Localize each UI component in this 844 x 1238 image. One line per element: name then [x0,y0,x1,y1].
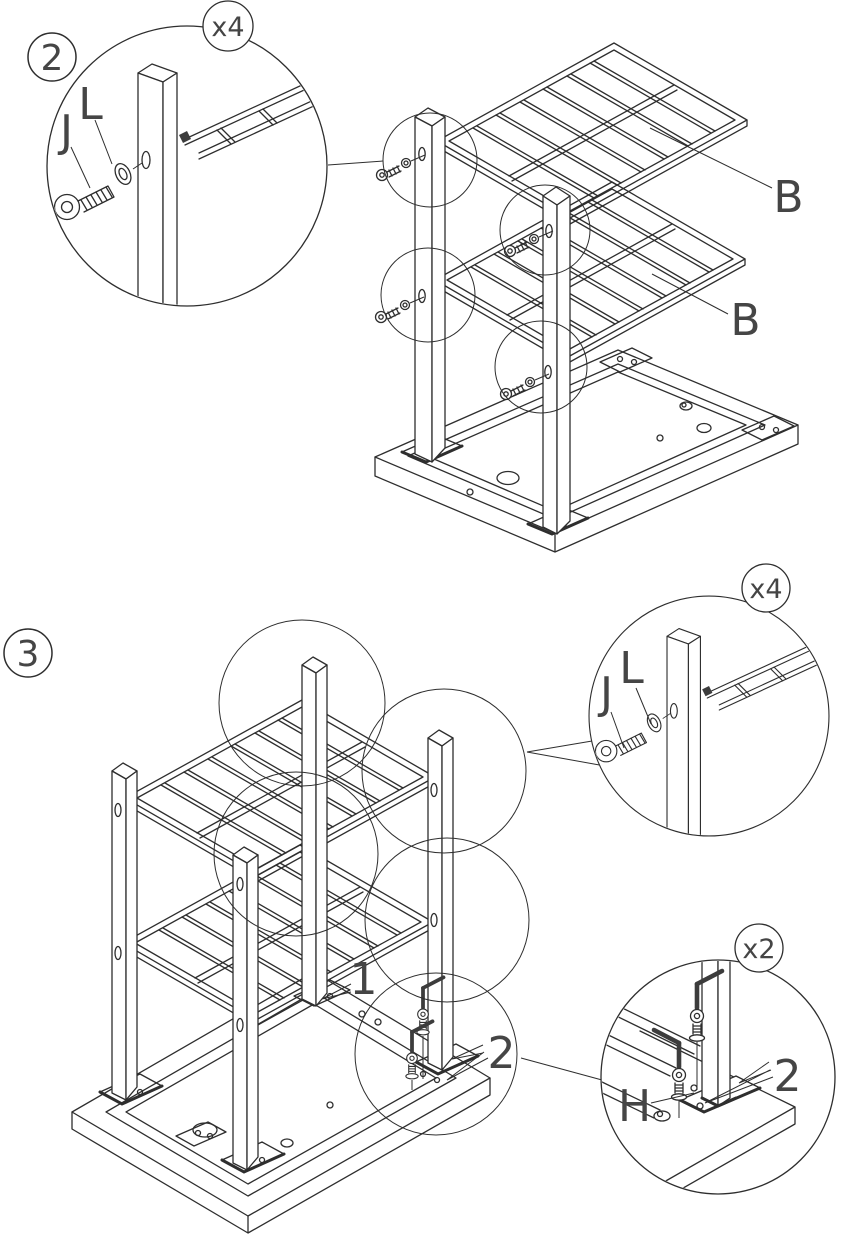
callout-leader-line [526,739,606,767]
junction-highlight-circle [499,184,591,276]
leader-line [649,127,773,189]
leg-post-right [542,186,571,535]
junction-highlight-circle [382,112,478,208]
quantity-badge [734,923,784,973]
leader-line [651,273,729,315]
part-label-leg-2-callout: 2 [774,1051,803,1102]
leg-post-front [232,846,259,1171]
leg-post-back [301,656,328,1007]
junction-highlight-circle [354,972,518,1136]
arrow-leader [446,1051,489,1081]
hex-key-hardware [403,975,446,1090]
tool-label-hex-key-h: H [618,1081,652,1132]
step-number: 3 [17,634,40,675]
shelf-panel-upper [436,42,748,225]
step-number: 2 [41,38,64,79]
junction-highlight-circle [380,247,476,343]
part-label-bracket-1: 1 [350,954,379,1005]
step3-detail-callout-bottom: H 2 x2 [600,923,836,1195]
hardware-label-bolt-j: J [57,106,74,157]
quantity-badge-text: x2 [742,934,775,965]
junction-highlight-circle [364,837,530,1003]
quantity-badge [741,563,791,613]
leg-post-right [427,729,454,1071]
hardware-label-washer-l: L [619,643,645,694]
junction-highlight-circle [218,619,386,787]
junction-highlight-circle [361,688,527,854]
quantity-badge [202,0,254,52]
step3-detail-callout-top: J L x4 [526,563,842,845]
part-label-shelf-b-lower: B [730,295,761,346]
callout-leader-line [520,1057,603,1081]
step3-main-drawing: 1 2 [71,619,603,1234]
part-label-shelf-b-upper: B [773,172,804,223]
arrow-leader [321,983,352,1000]
step2-detail-callout: J L x4 [47,0,384,316]
hardware-label-bolt-j: J [597,668,614,719]
junction-highlight-circle [213,771,379,937]
arrow-leader [451,1044,484,1060]
step-number-badge [27,32,77,82]
leg-post-left [414,107,446,463]
quantity-badge-text: x4 [749,574,782,605]
step-2-section: B B J L x4 2 [27,0,804,553]
quantity-badge-text: x4 [211,12,244,43]
junction-highlight-circle [494,320,588,414]
step-3-section: 1 2 J L x4 [3,563,842,1234]
callout-leader-line [327,160,384,166]
arrow-leader [704,1061,774,1104]
part-label-leg-2: 2 [488,1028,517,1079]
step2-main-drawing: B B [374,42,804,553]
leg-post-left [111,762,138,1101]
hardware-label-washer-l: L [78,79,104,130]
leader-line [650,1092,695,1104]
step-number-badge [3,628,53,678]
shelf-panel-lower [122,844,434,1027]
shelf-panel-upper [124,699,436,882]
shelf-panel-lower [434,181,746,364]
